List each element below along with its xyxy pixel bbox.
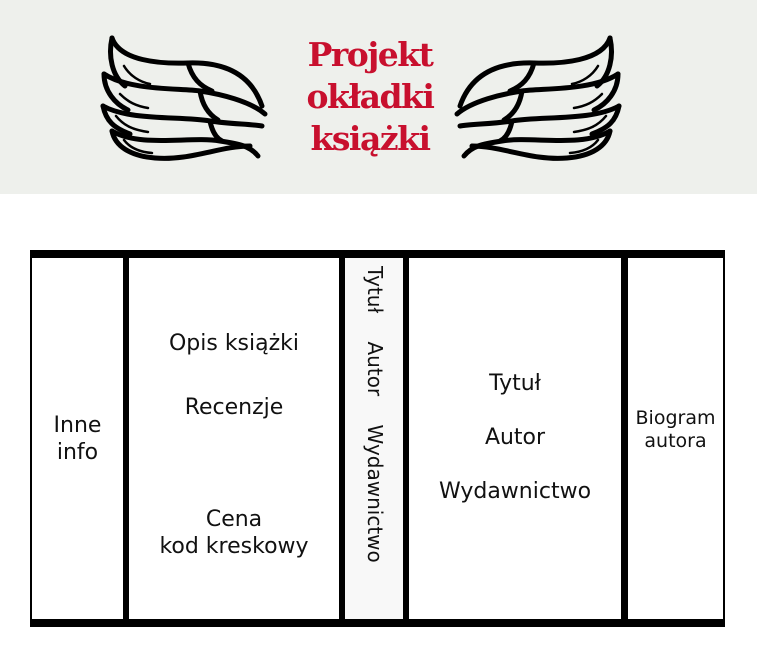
divider-spine-front xyxy=(403,250,409,627)
spine-author: Autor xyxy=(363,341,387,397)
front-title: Tytuł xyxy=(489,371,541,396)
right-border xyxy=(723,250,725,627)
spine-text: Tytuł Autor Wydawnictwo xyxy=(363,266,387,585)
back-flap-line: Inne xyxy=(53,412,102,438)
title-line: książki xyxy=(310,119,431,158)
price-line: Cena xyxy=(205,507,263,532)
bottom-border xyxy=(30,619,725,627)
spine: Tytuł Autor Wydawnictwo xyxy=(345,258,403,619)
description-label: Opis książki xyxy=(168,331,300,356)
back-flap-line: info xyxy=(56,439,99,465)
header-banner: Projekt okładki książki xyxy=(0,0,757,194)
barcode-line: kod kreskowy xyxy=(159,534,309,559)
back-cover: Opis książki Recenzje Cena kod kreskowy xyxy=(129,258,339,619)
front-cover: Tytuł Autor Wydawnictwo xyxy=(409,258,621,619)
title-line: okładki xyxy=(306,77,435,116)
front-flap-line: autora xyxy=(644,429,707,452)
spine-publisher: Wydawnictwo xyxy=(363,424,387,563)
divider-flap-back xyxy=(123,250,129,627)
wing-left-icon xyxy=(100,35,268,161)
spine-title: Tytuł xyxy=(363,266,387,314)
book-cover-diagram: Inne info Opis książki Recenzje Cena kod… xyxy=(30,250,725,627)
title-line: Projekt xyxy=(307,35,434,74)
reviews-label: Recenzje xyxy=(184,395,284,420)
top-border xyxy=(30,250,725,258)
front-author: Autor xyxy=(484,425,546,450)
back-flap: Inne info xyxy=(32,258,123,619)
page-title: Projekt okładki książki xyxy=(300,34,440,160)
left-border xyxy=(30,250,32,627)
wing-right-icon xyxy=(454,35,622,161)
front-flap: Biogram autora xyxy=(628,258,723,619)
front-flap-line: Biogram xyxy=(635,406,716,429)
divider-front-flap xyxy=(621,250,628,627)
front-publisher: Wydawnictwo xyxy=(438,479,592,504)
divider-back-spine xyxy=(339,250,345,627)
